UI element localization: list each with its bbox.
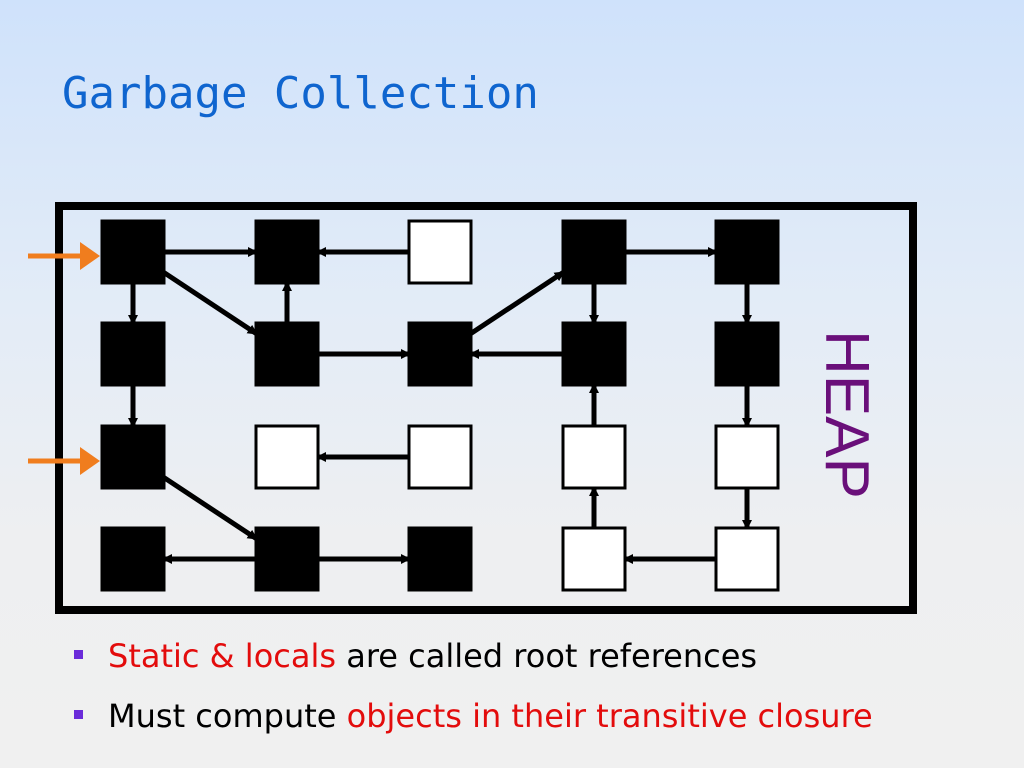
- heap-diagram: HEAP: [28, 202, 917, 614]
- reachable-object: [561, 219, 627, 285]
- reachable-object: [254, 219, 320, 285]
- reference-arrow: [469, 270, 565, 336]
- root-references: [28, 242, 100, 475]
- reachable-object: [254, 321, 320, 387]
- reference-arrow: [162, 270, 258, 336]
- reference-arrow: [162, 475, 258, 541]
- unreachable-object: [714, 424, 780, 490]
- reachable-object: [100, 321, 166, 387]
- reachable-object: [254, 526, 320, 592]
- heap-objects: [100, 219, 780, 592]
- unreachable-object: [561, 424, 627, 490]
- bullet-text: Must compute: [108, 697, 347, 735]
- bullet-highlight: objects in their transitive closure: [346, 697, 873, 735]
- unreachable-object: [561, 526, 627, 592]
- reference-edges: [128, 247, 752, 564]
- bullet-marker: [74, 710, 83, 719]
- bullet-marker: [74, 650, 83, 659]
- reachable-object: [561, 321, 627, 387]
- slide-title: Garbage Collection: [62, 68, 539, 119]
- reachable-object: [100, 219, 166, 285]
- bullet-text: are called root references: [336, 637, 758, 675]
- heap-border: [55, 202, 917, 614]
- reachable-object: [407, 321, 473, 387]
- root-arrow-icon: [80, 447, 100, 475]
- heap-label: HEAP: [812, 330, 881, 499]
- bullet-item: Must compute objects in their transitive…: [72, 690, 873, 750]
- bullet-list: Static & locals are called root referenc…: [72, 630, 873, 750]
- reachable-object: [714, 321, 780, 387]
- unreachable-object: [254, 424, 320, 490]
- reachable-object: [100, 526, 166, 592]
- reachable-object: [714, 219, 780, 285]
- unreachable-object: [407, 219, 473, 285]
- unreachable-object: [407, 424, 473, 490]
- reachable-object: [407, 526, 473, 592]
- bullet-highlight: Static & locals: [108, 637, 337, 675]
- reachable-object: [100, 424, 166, 490]
- bullet-item: Static & locals are called root referenc…: [72, 630, 873, 690]
- root-arrow-icon: [80, 242, 100, 270]
- unreachable-object: [714, 526, 780, 592]
